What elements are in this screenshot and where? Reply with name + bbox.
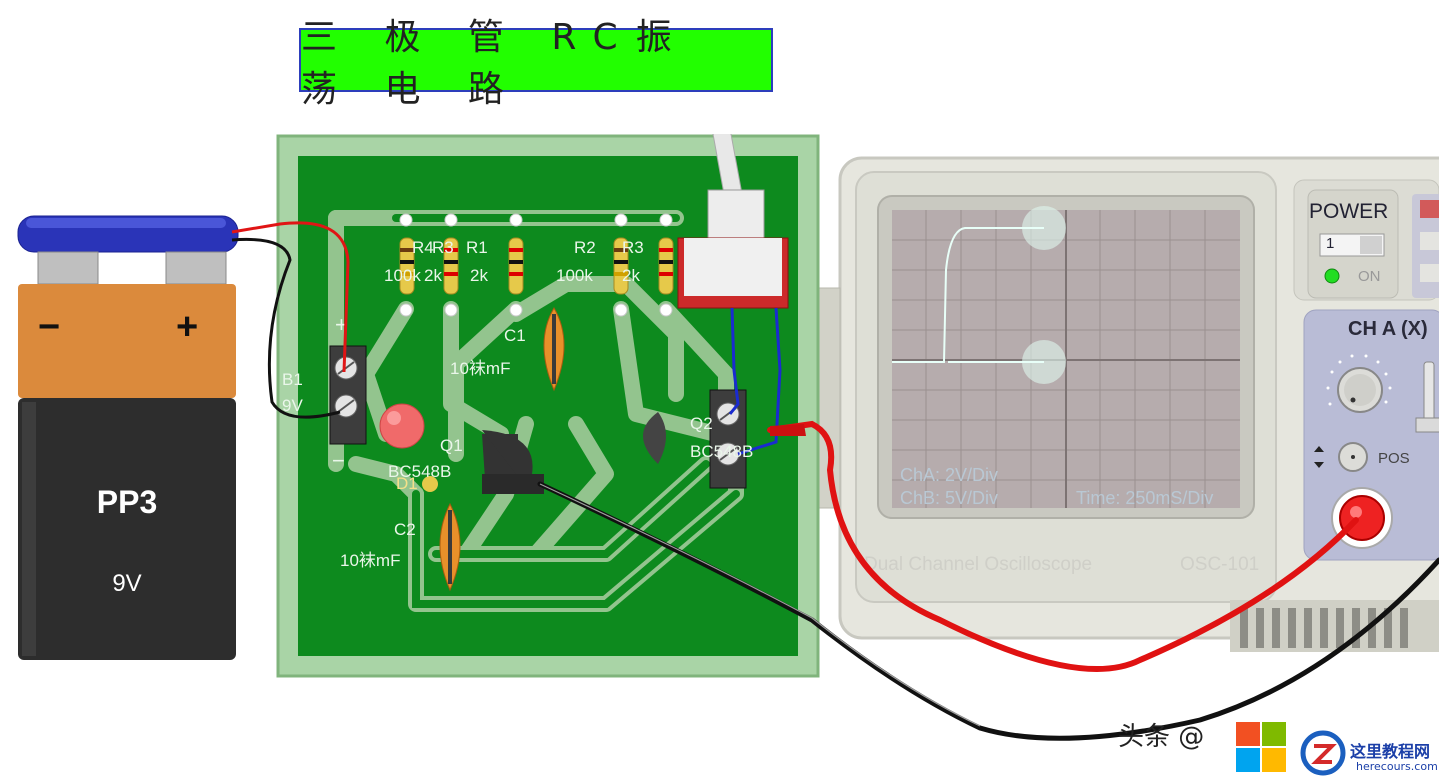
time-base: Time: 250mS/Div (1076, 488, 1214, 508)
switch-wire-1 (728, 307, 740, 415)
channel-a-trace (892, 227, 1044, 363)
resistor-r2-value: 100k (556, 266, 593, 285)
volts-div-knob-pointer (1350, 397, 1356, 403)
transistor-q1-name: Q1 (440, 436, 463, 455)
transistor-q1-model: BC548B (388, 462, 452, 481)
channel-a-slider-handle[interactable] (1415, 417, 1439, 433)
battery-body-shine (22, 402, 36, 656)
toggle-switch-bushing[interactable] (707, 189, 765, 243)
oscilloscope (800, 156, 1439, 652)
pcb-pads (399, 213, 673, 317)
toggle-switch-face (684, 238, 782, 296)
watermark-text: 头条 @ (1118, 722, 1205, 752)
battery-positive-wire (231, 221, 350, 373)
battery-body (18, 398, 236, 660)
pcb-board (276, 134, 820, 678)
transistor-q2-name: Q2 (690, 414, 713, 433)
battery-top-band (18, 284, 236, 398)
resistor-r3-value: 2k (424, 266, 442, 285)
resistor-r4-value: 100k (384, 266, 421, 285)
terminal-voltage: 9V (282, 396, 303, 415)
probe-black-wire (537, 481, 1439, 741)
position-arrows-icon (1314, 446, 1324, 468)
channel-b-scale: ChB: 5V/Div (900, 488, 999, 508)
probe-black-wire-shine (539, 483, 981, 727)
position-knob-dot (1351, 455, 1355, 459)
power-switch-lever[interactable] (1360, 236, 1382, 254)
knob-scale-dots (1326, 354, 1392, 406)
resistor-r1-name: R1 (466, 238, 488, 257)
led-d1-lead (422, 476, 438, 492)
channel-a-input-jack-shine (1350, 506, 1362, 518)
capacitor-c1-name: C1 (504, 326, 526, 345)
site-logo-icon (1300, 730, 1346, 776)
power-label: POWER (1309, 200, 1389, 223)
battery-terminal-negative[interactable] (37, 251, 99, 285)
resistor-r1-value: 2k (470, 266, 488, 285)
oscilloscope-name: Dual Channel Oscilloscope (864, 554, 1093, 575)
channel-a-panel (1303, 309, 1439, 561)
terminal-b1-screw-minus-slot (337, 399, 355, 413)
battery-minus-sign: − (38, 306, 61, 348)
battery-model: PP3 (96, 484, 158, 520)
side-red-button[interactable] (1420, 200, 1439, 218)
resistor-r4-name: R4 (412, 238, 434, 257)
transistor-q2-model: BC548B (690, 442, 754, 461)
terminal-label: B1 (282, 370, 303, 389)
capacitor-c2-name: C2 (394, 520, 416, 539)
resistor-r3b-name: R3 (622, 238, 644, 257)
resistor-r3b-value: 2k (622, 266, 640, 285)
power-switch-label: 1 (1326, 235, 1335, 252)
oscilloscope-vents (1230, 600, 1439, 652)
watermark-site-url: herecours.com (1356, 760, 1438, 773)
switch-wire-2 (737, 307, 782, 456)
resistor-r3-name: R3 (432, 238, 454, 257)
side-gray-button-2[interactable] (1420, 264, 1439, 282)
battery-clip-shine (26, 218, 226, 228)
battery-negative-wire (231, 237, 341, 419)
windows-logo-icon (1236, 722, 1286, 772)
oscilloscope-axes (892, 210, 1240, 508)
position-label: POS (1378, 450, 1410, 467)
circuit-title: 三 极 管 RC振 荡 电 路 (301, 17, 690, 110)
led-d1-shine (387, 411, 401, 425)
battery-pp3 (17, 215, 239, 660)
power-led (1324, 268, 1340, 284)
led-d1-label: D1 (396, 474, 418, 493)
capacitor-c2-value: 10袜mF (340, 551, 401, 570)
resistor-r2-name: R2 (574, 238, 596, 257)
battery-plus-sign: + (176, 306, 199, 348)
terminal-b1-screw-plus-slot (337, 361, 355, 375)
battery-voltage: 9V (112, 570, 142, 597)
probe-red-clip[interactable] (770, 424, 806, 436)
transistor-q1-tab[interactable] (482, 474, 544, 494)
power-status: ON (1358, 268, 1381, 285)
side-gray-button-1[interactable] (1420, 232, 1439, 250)
terminal-minus-sign: − (332, 448, 345, 473)
circuit-title-banner: 三 极 管 RC振 荡 电 路 (299, 17, 773, 110)
resistors (399, 237, 674, 295)
channel-a-label: CH A (X) (1348, 318, 1428, 340)
probe-red-wire (767, 420, 1359, 672)
oscilloscope-model: OSC-101 (1180, 554, 1260, 575)
watermark-site-name: 这里教程网 (1350, 742, 1431, 761)
capacitor-c1-value: 10袜mF (450, 359, 511, 378)
terminal-output-screw-bottom-slot (719, 447, 737, 461)
channel-a-scale: ChA: 2V/Div (900, 465, 999, 485)
transistor-q2-body[interactable] (643, 412, 666, 464)
transistor-q1-face[interactable] (482, 430, 533, 474)
